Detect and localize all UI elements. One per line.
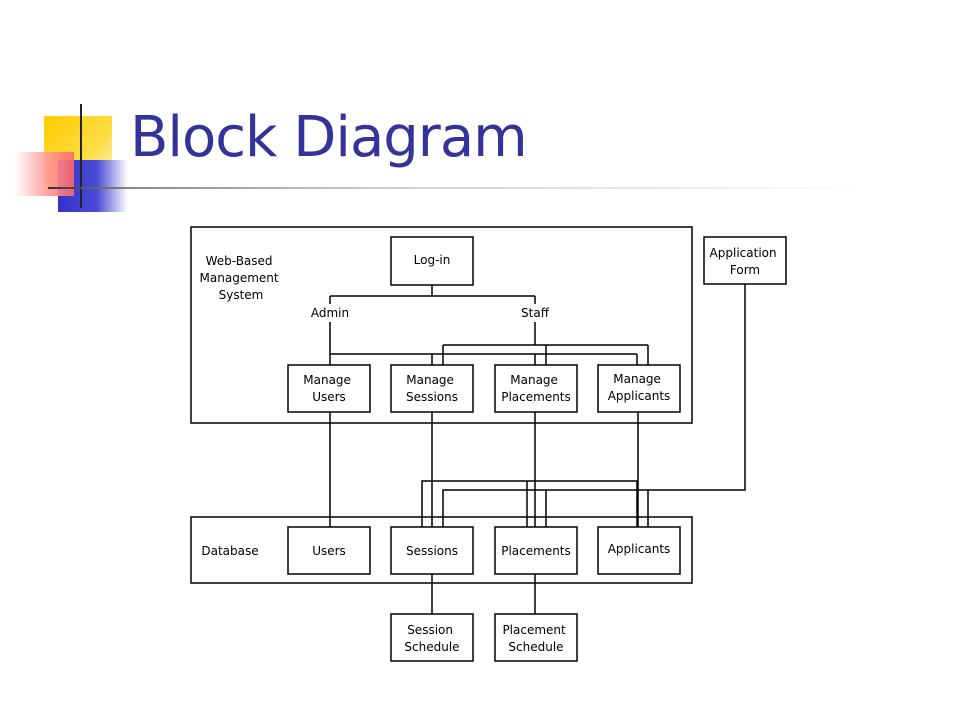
application-form-connector — [442, 284, 746, 527]
login-to-roles-connector — [329, 285, 536, 304]
users-table-label: Users — [312, 544, 346, 558]
application-form-label: Application Form — [710, 246, 781, 277]
admin-branch-connector — [329, 322, 638, 365]
manage-placements-box — [494, 364, 578, 413]
cross-link-connector — [421, 480, 638, 527]
placements-table-box — [494, 526, 578, 575]
manage-placements-label: Manage Placements — [501, 373, 571, 404]
login-label: Log-in — [414, 253, 451, 267]
database-label: Database — [201, 544, 258, 558]
placement-schedule-box — [494, 613, 578, 662]
manage-users-box — [287, 364, 371, 413]
sessions-table-label: Sessions — [406, 544, 458, 558]
manage-users-label: Manage Users — [303, 373, 355, 404]
system-label: Web-Based Management System — [200, 254, 283, 302]
placements-table-label: Placements — [501, 544, 571, 558]
session-schedule-label: Session Schedule — [404, 623, 459, 654]
staff-label: Staff — [521, 306, 550, 320]
manage-sessions-label: Manage Sessions — [406, 373, 458, 404]
applicants-table-label: Applicants — [608, 542, 671, 556]
modules-to-db-connector — [329, 412, 639, 527]
decor-vertical-line — [80, 104, 82, 208]
staff-branch-connector — [442, 322, 649, 365]
slide-title: Block Diagram — [130, 105, 528, 170]
database-container — [190, 516, 693, 584]
applicants-table-box — [597, 526, 681, 575]
system-container — [190, 226, 693, 424]
admin-label: Admin — [311, 306, 349, 320]
manage-applicants-label: Manage Applicants — [608, 372, 671, 403]
schedule-connector — [431, 574, 536, 614]
users-table-box — [287, 526, 371, 575]
manage-applicants-box — [597, 364, 681, 413]
decor-horizontal-line — [48, 187, 868, 189]
placement-schedule-label: Placement Schedule — [502, 623, 569, 654]
